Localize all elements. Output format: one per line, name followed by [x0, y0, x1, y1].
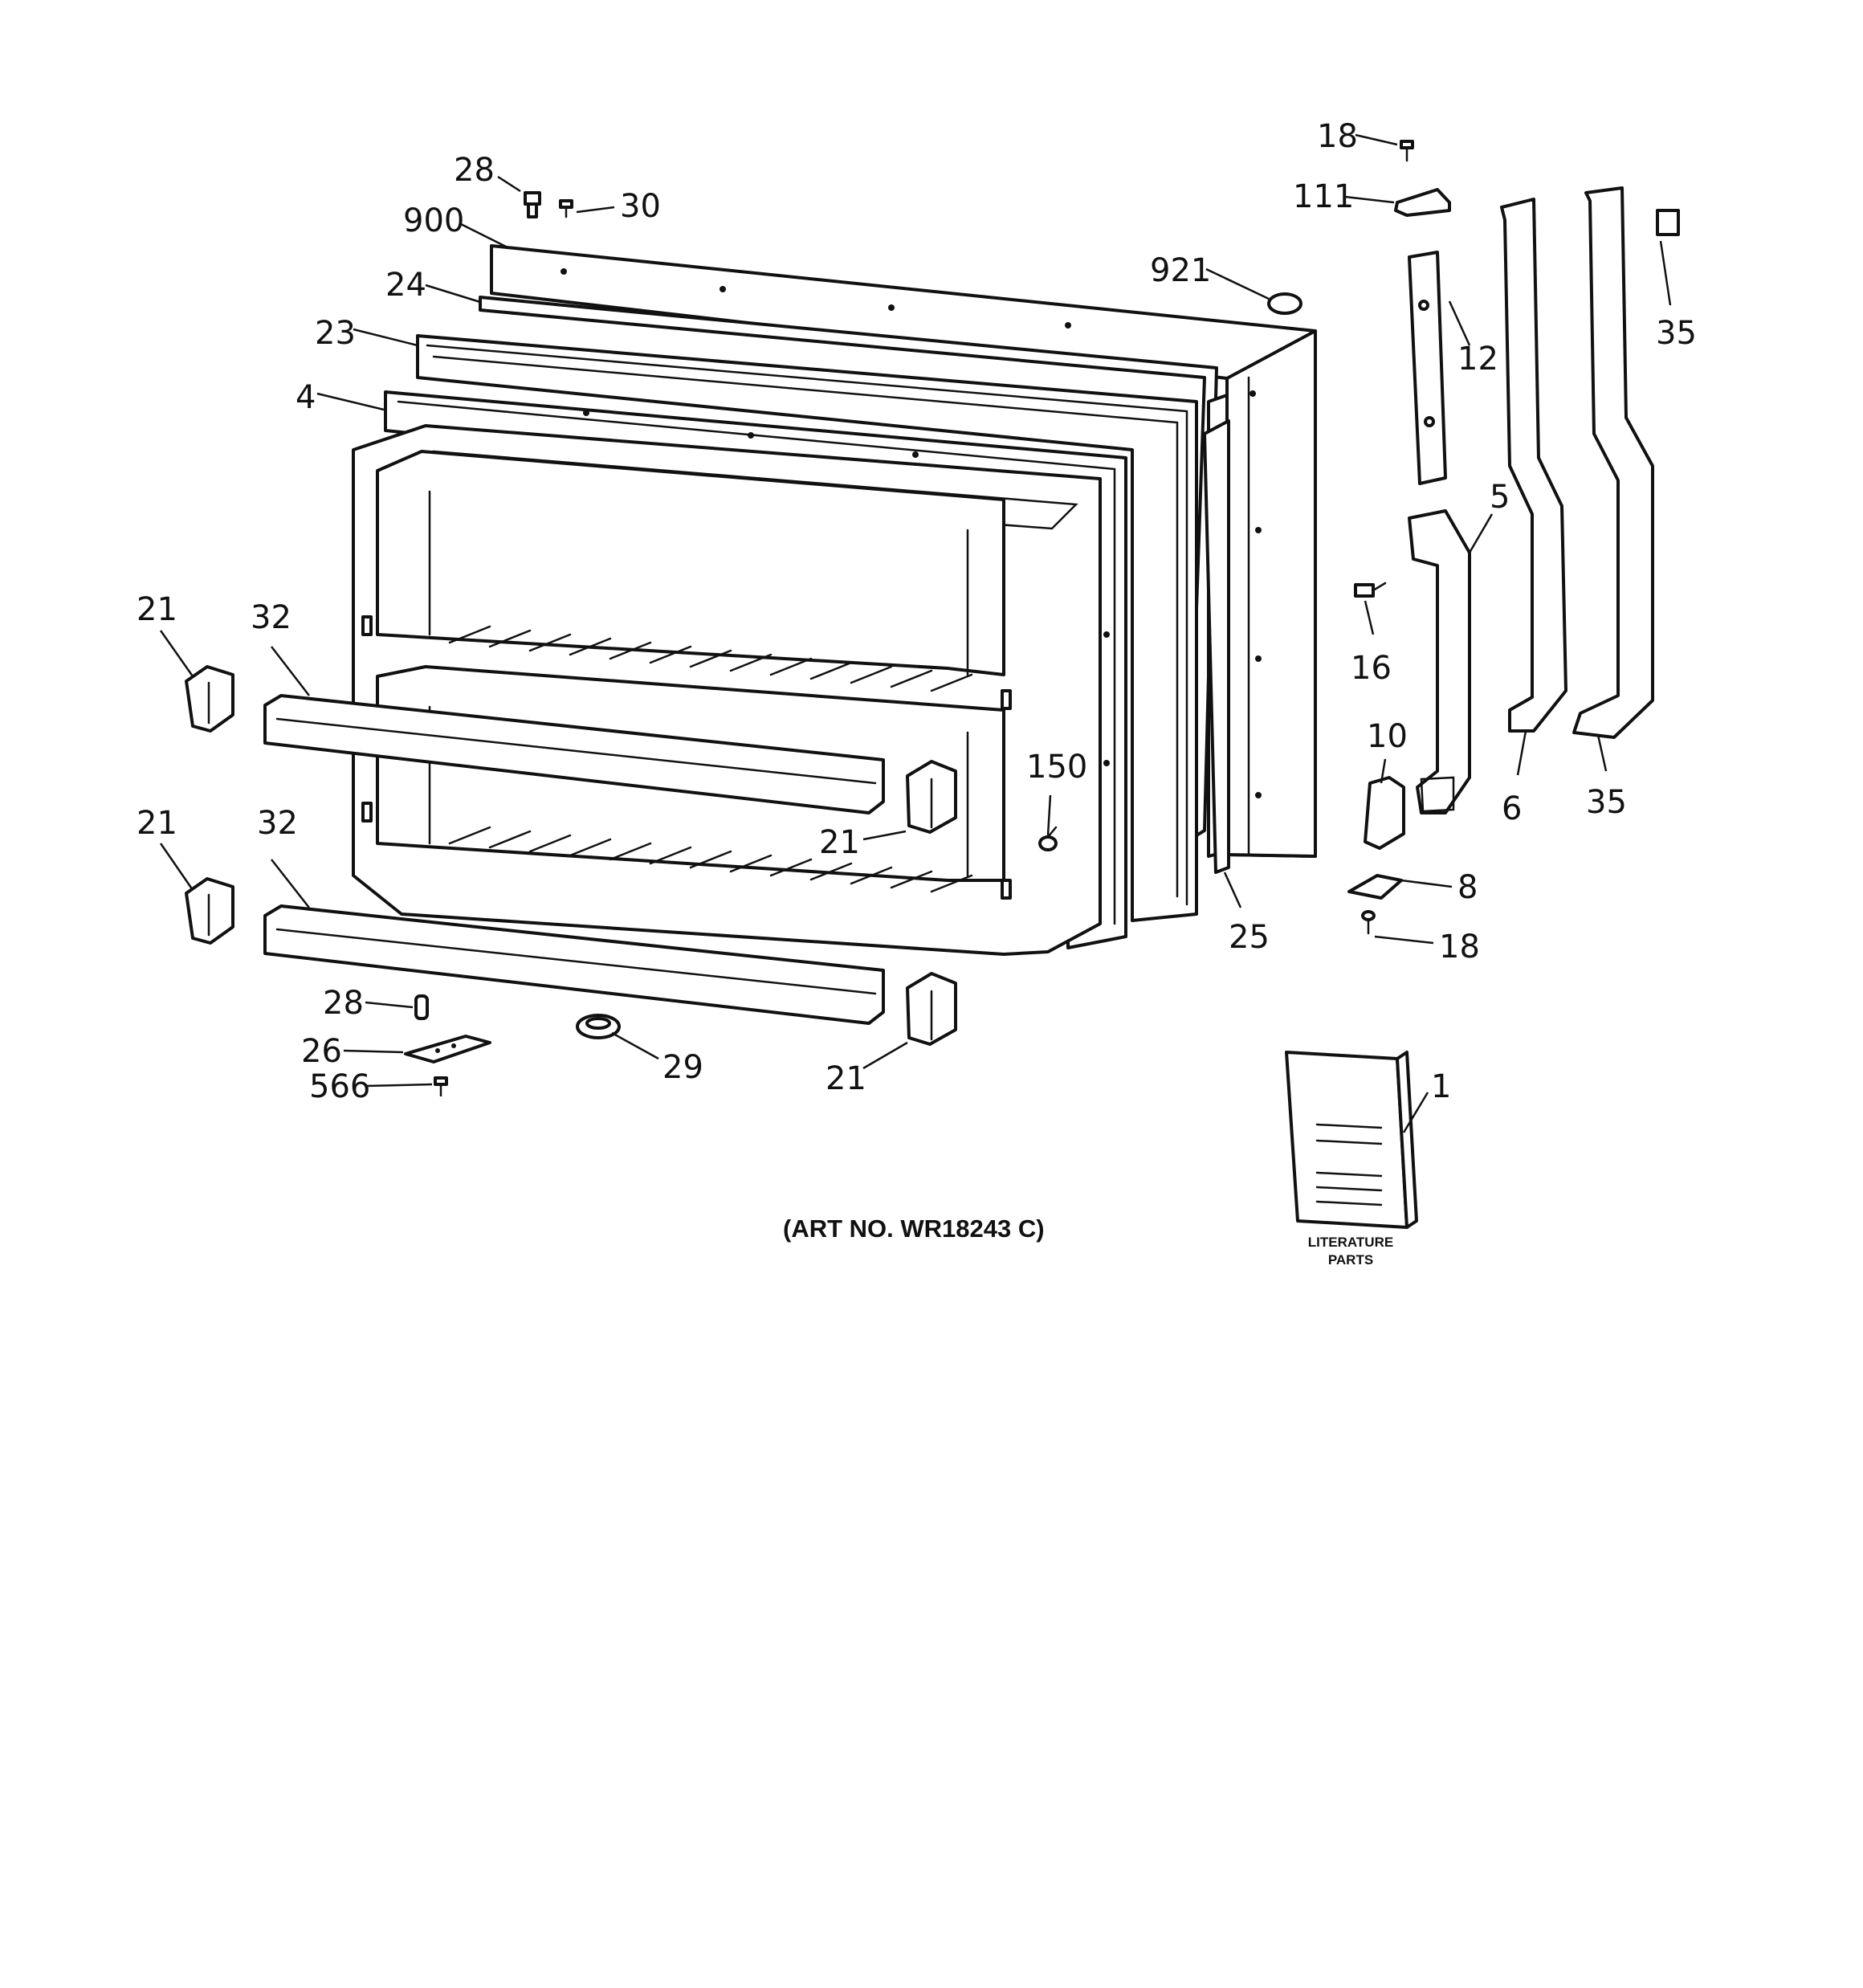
callout-5: 5 [1490, 479, 1510, 516]
handle-bracket-5 [1408, 509, 1471, 814]
callout-35-top: 35 [1656, 315, 1697, 352]
breaker-strip [384, 390, 1127, 949]
screw-30 [559, 199, 573, 218]
door-shelf-bar-upper [263, 694, 885, 814]
door-handle-6 [1500, 198, 1567, 733]
literature-label-line2: PARTS [1328, 1252, 1373, 1268]
literature-label-line1: LITERATURE [1308, 1235, 1393, 1250]
callout-28-bottom: 28 [323, 985, 364, 1022]
callout-921: 921 [1150, 252, 1211, 289]
callout-35-bottom: 35 [1586, 784, 1627, 821]
callout-18-top: 18 [1317, 118, 1358, 155]
callout-21-bottom: 21 [826, 1060, 866, 1097]
callout-32-lower: 32 [257, 805, 298, 842]
callout-16: 16 [1351, 650, 1392, 687]
callout-21-upper-left: 21 [137, 591, 177, 628]
screw-18-bottom [1361, 910, 1376, 935]
handle-cap-35 [1656, 209, 1680, 236]
lower-shelf-ribs [448, 826, 973, 893]
callout-1: 1 [1431, 1068, 1451, 1105]
art-number-caption: (ART NO. WR18243 C) [783, 1214, 1045, 1243]
callout-21-lower-left: 21 [137, 805, 177, 842]
hinge-cover-12 [1408, 251, 1447, 485]
door-shelf-bar-lower [263, 904, 885, 1025]
callout-23: 23 [315, 315, 356, 352]
door-handle-35 [1572, 186, 1654, 739]
callout-150: 150 [1026, 749, 1087, 786]
hinge-bracket-8 [1347, 874, 1403, 900]
plug-921 [1267, 292, 1302, 315]
callout-566: 566 [309, 1068, 370, 1105]
door-liner [352, 424, 1102, 956]
callout-900: 900 [403, 202, 464, 239]
button-29 [576, 1014, 621, 1039]
callout-6: 6 [1502, 790, 1522, 827]
callout-4: 4 [296, 379, 316, 416]
callout-25: 25 [1229, 919, 1270, 956]
callout-10: 10 [1367, 718, 1408, 755]
literature-booklet [1285, 1051, 1418, 1229]
bracket-111 [1394, 188, 1451, 217]
screw-150 [1038, 826, 1058, 851]
shelf-end-cap-lower-left [185, 877, 234, 945]
screw-566 [434, 1076, 448, 1097]
shelf-end-cap-upper-left [185, 665, 234, 733]
upper-shelf-ribs [448, 625, 973, 692]
callout-111: 111 [1293, 178, 1354, 215]
hinge-10 [1364, 776, 1405, 850]
screw-16 [1354, 582, 1387, 598]
callout-28-top: 28 [454, 152, 495, 189]
callout-8: 8 [1457, 869, 1478, 906]
callout-12: 12 [1457, 341, 1498, 378]
leader-lines [159, 133, 1672, 1133]
callout-26: 26 [301, 1033, 342, 1070]
plug-28-bottom [414, 994, 429, 1020]
side-trim-25 [1203, 419, 1230, 874]
callout-labels: 18 111 28 30 900 921 24 23 4 12 35 5 16 … [137, 118, 1697, 1105]
plate-26 [404, 1035, 491, 1063]
screw-28-top [524, 191, 541, 218]
callout-21-middle: 21 [819, 824, 860, 861]
shelf-end-cap-lower-right [906, 972, 957, 1046]
screw-18-top [1400, 140, 1414, 162]
callout-30: 30 [620, 188, 661, 225]
callout-24: 24 [385, 267, 426, 304]
callout-32-upper: 32 [251, 599, 291, 636]
shelf-end-cap-upper-right [906, 760, 957, 834]
gasket-frame [416, 334, 1198, 922]
callout-29: 29 [662, 1049, 703, 1086]
callout-18-bottom: 18 [1439, 929, 1480, 965]
